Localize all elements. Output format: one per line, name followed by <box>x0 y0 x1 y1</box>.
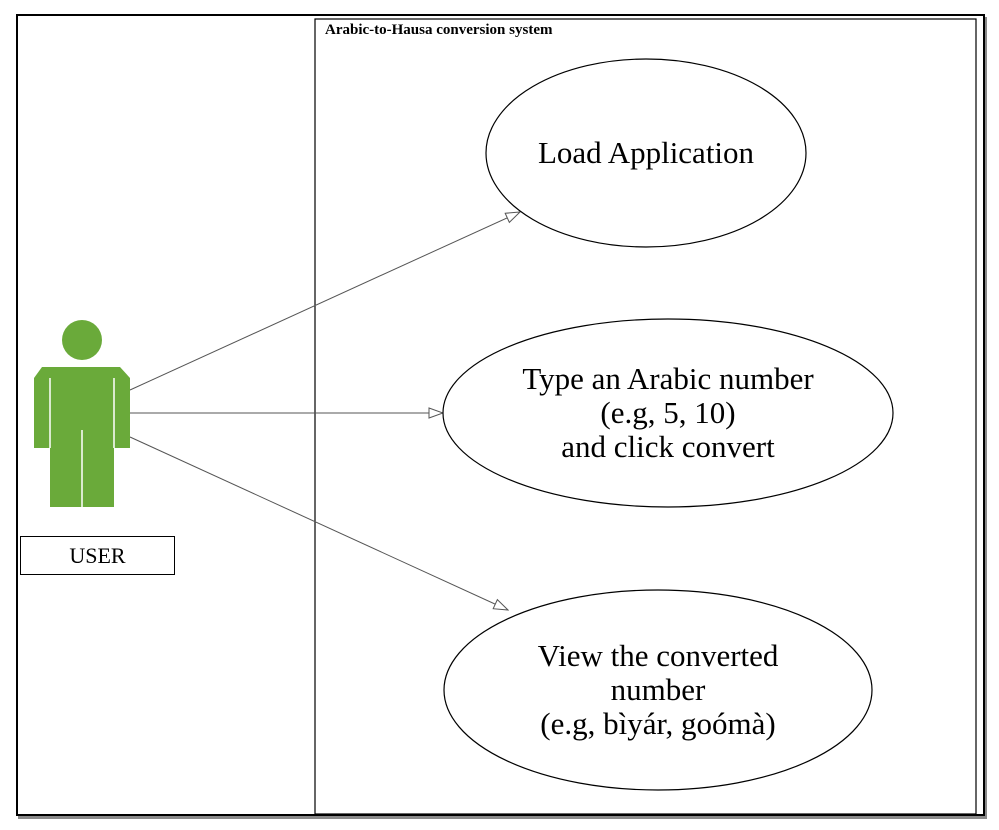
use-case-label-load-application: Load Application <box>486 59 806 247</box>
use-case-line: and click convert <box>561 429 775 464</box>
user-actor-icon <box>34 320 130 507</box>
use-case-load-application <box>485 58 807 248</box>
system-title: Arabic-to-Hausa conversion system <box>325 22 553 38</box>
use-case-label-view-result: View the converted number (e.g, bìyár, g… <box>444 590 872 790</box>
use-case-line: Type an Arabic number <box>522 361 814 396</box>
use-case-line: (e.g, bìyár, goómà) <box>540 706 776 741</box>
system-boundary <box>314 18 977 815</box>
association-load-application <box>129 212 520 391</box>
use-case-line: (e.g, 5, 10) <box>600 395 736 430</box>
use-case-line: View the converted <box>537 638 779 673</box>
use-case-label-type-number: Type an Arabic number (e.g, 5, 10) and c… <box>443 319 893 507</box>
use-case-line: Load Application <box>537 135 755 170</box>
use-case-type-number <box>442 318 894 508</box>
use-case-line: number <box>610 672 706 707</box>
association-view-result <box>129 436 508 610</box>
use-case-view-result <box>443 589 873 791</box>
actor-label: USER <box>20 536 175 575</box>
